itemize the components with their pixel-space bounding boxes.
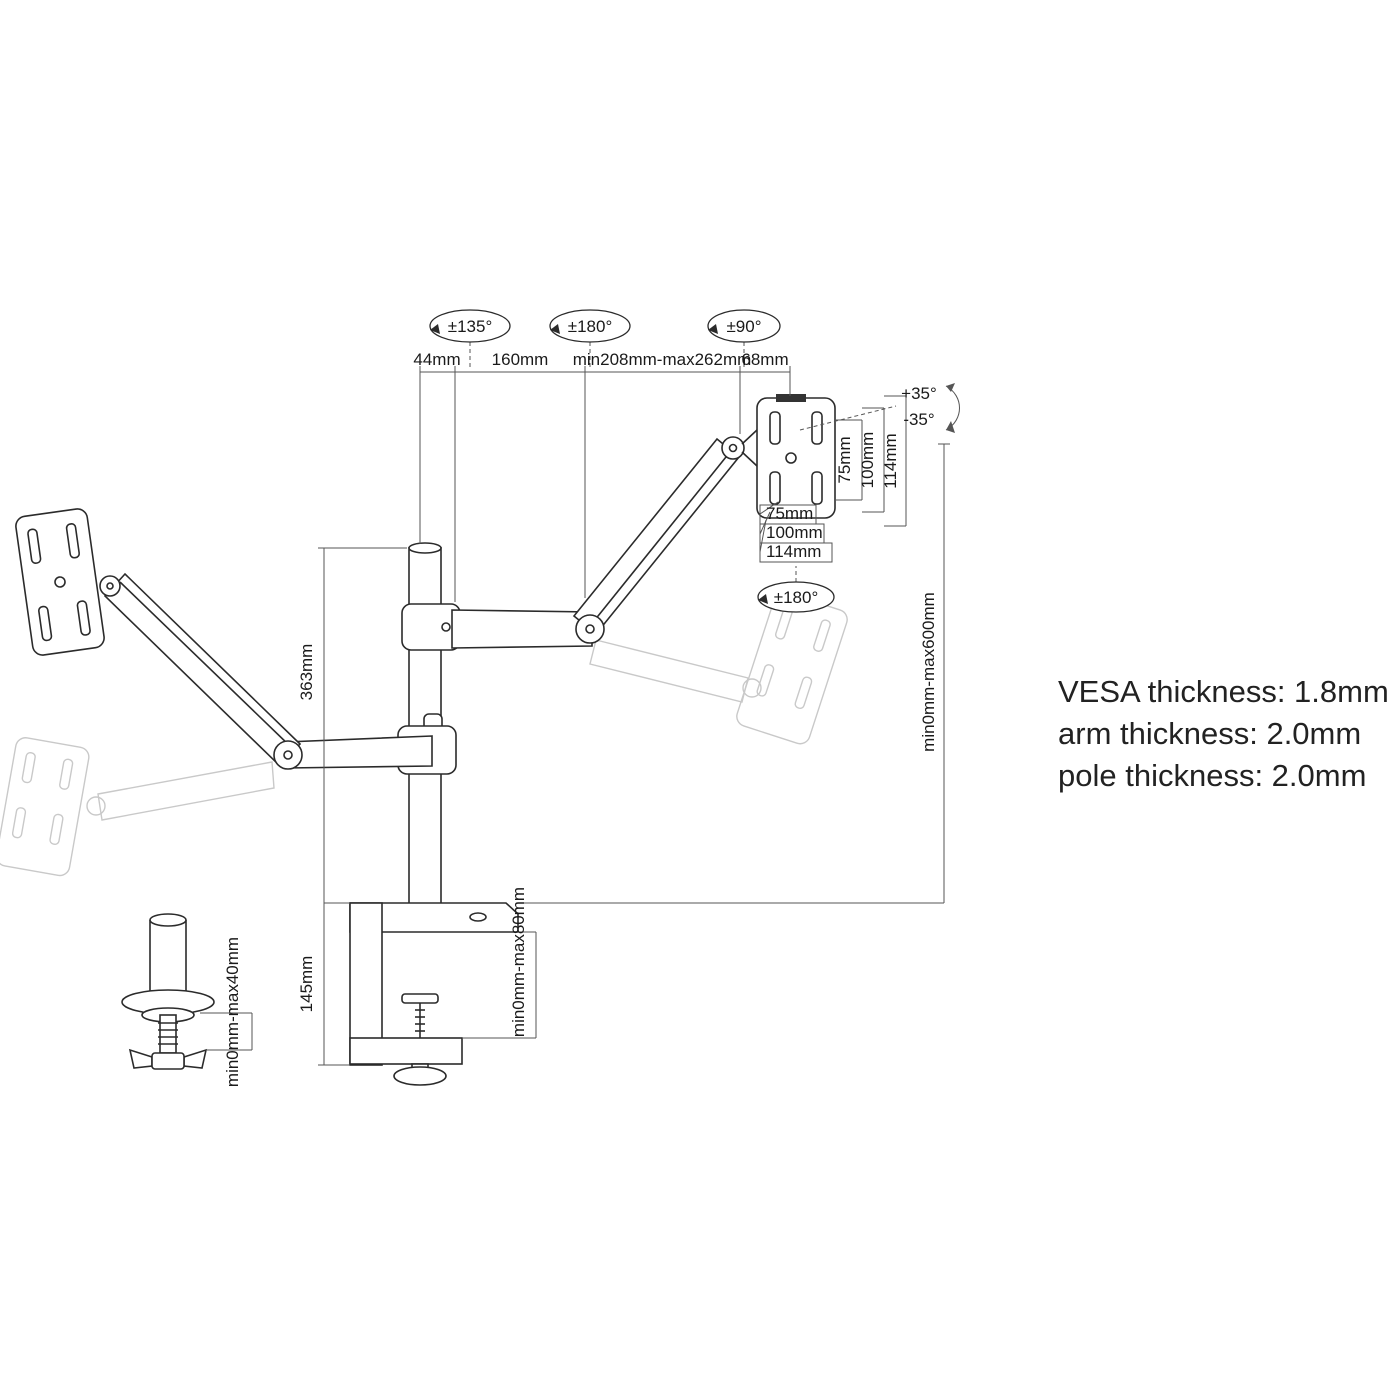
vesa-horizontal-114-label: 114mm bbox=[766, 542, 821, 561]
phantom-left-head-joint bbox=[86, 796, 106, 816]
note-vesa-thickness: VESA thickness: 1.8mm bbox=[1058, 674, 1389, 709]
dim-44mm-label: 44mm bbox=[413, 350, 460, 369]
grommet-mount-detail bbox=[121, 913, 215, 1070]
rotation-ellipse-180-top bbox=[549, 309, 631, 343]
upper-link-arm bbox=[451, 609, 593, 649]
clamp-height-label: 145mm bbox=[297, 956, 316, 1013]
left-arm bbox=[15, 508, 457, 775]
rotation-ellipse-135 bbox=[429, 309, 511, 343]
rotation-ellipse-90 bbox=[707, 309, 781, 343]
phantom-vesa-right bbox=[736, 591, 848, 745]
upper-gas-arm bbox=[572, 437, 741, 636]
rotation-180-top-label: ±180° bbox=[568, 317, 613, 336]
desk-clamp bbox=[349, 902, 519, 1086]
note-arm-thickness: arm thickness: 2.0mm bbox=[1058, 716, 1361, 751]
dimension-lines bbox=[200, 342, 960, 1066]
rotation-135-label: ±135° bbox=[448, 317, 493, 336]
clamp-knob bbox=[393, 1066, 447, 1086]
note-pole-thickness: pole thickness: 2.0mm bbox=[1058, 758, 1366, 793]
phantom-upper-head-joint bbox=[742, 678, 762, 698]
grommet-wing-left bbox=[128, 1048, 153, 1069]
rotation-ellipse-180-vesa bbox=[757, 581, 835, 613]
vesa-plate-right bbox=[756, 394, 836, 519]
dim-68mm-label: 68mm bbox=[741, 350, 788, 369]
rotation-90-label: ±90° bbox=[726, 317, 761, 336]
labels: ±135° ±180° ±90° ±180° 44mm 160mm min208… bbox=[223, 317, 1389, 1087]
vesa-horizontal-100-label: 100mm bbox=[766, 523, 823, 542]
pole bbox=[408, 542, 443, 906]
vesa-plate-left bbox=[15, 508, 105, 656]
vesa-vertical-114-label: 114mm bbox=[881, 433, 900, 488]
phantom-vesa-left bbox=[0, 737, 90, 877]
grommet-wing-nut bbox=[151, 1052, 185, 1070]
tilt-up-label: +35° bbox=[901, 384, 937, 403]
height-range-label: min0mm-max600mm bbox=[919, 592, 938, 752]
vesa-horizontal-75-label: 75mm bbox=[766, 504, 813, 523]
tilt-arrow bbox=[945, 385, 960, 431]
vesa-vertical-100-label: 100mm bbox=[858, 432, 877, 489]
clamp-pad bbox=[401, 993, 439, 1004]
vesa-latch bbox=[776, 394, 806, 402]
grommet-wing-right bbox=[183, 1048, 208, 1069]
desk-range-label: min0mm-max80mm bbox=[509, 887, 528, 1037]
pole-height-label: 363mm bbox=[297, 644, 316, 701]
upper-arm bbox=[401, 394, 836, 651]
rotation-symbols bbox=[429, 309, 835, 613]
dim-160mm-label: 160mm bbox=[492, 350, 549, 369]
rotation-180-vesa-label: ±180° bbox=[774, 588, 819, 607]
mount-assembly bbox=[15, 394, 836, 1086]
phantom-upper-arm bbox=[589, 639, 749, 703]
left-link-arm bbox=[285, 735, 433, 769]
phantom-left-arm bbox=[97, 761, 275, 821]
clamp-jaw bbox=[349, 1037, 463, 1065]
grommet-range-label: min0mm-max40mm bbox=[223, 937, 242, 1087]
tilt-down-label: -35° bbox=[903, 410, 934, 429]
left-gas-arm bbox=[103, 572, 302, 768]
vesa-vertical-75-label: 75mm bbox=[835, 436, 854, 483]
grommet-rod bbox=[159, 1014, 177, 1054]
dim-arm-range-label: min208mm-max262mm bbox=[573, 350, 752, 369]
